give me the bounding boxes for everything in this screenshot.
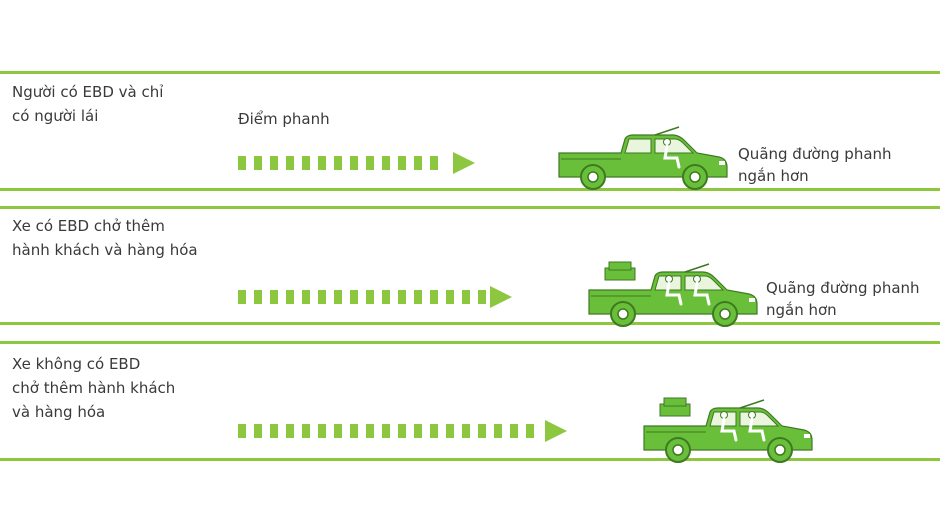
row-3-label: Xe không có EBD chở thêm hành khách và h… bbox=[12, 355, 176, 421]
separator-line-4 bbox=[0, 322, 940, 325]
separator-line-6 bbox=[0, 458, 940, 461]
row-1-label: Người có EBD và chỉ có người lái bbox=[12, 83, 164, 125]
dashed-arrow-icon bbox=[238, 286, 512, 308]
dashed-arrow-icon bbox=[238, 420, 567, 442]
separator-line-2 bbox=[0, 188, 940, 191]
dashed-arrow-icon bbox=[238, 152, 475, 174]
separator-line-3 bbox=[0, 206, 940, 209]
separator-line-1 bbox=[0, 71, 940, 74]
separator-line-5 bbox=[0, 341, 940, 344]
pickup-truck-icon bbox=[588, 261, 758, 327]
row-1-result: Quãng đường phanh ngắn hơn bbox=[738, 145, 892, 185]
pickup-truck-icon bbox=[558, 126, 728, 190]
brake-point-label: Điểm phanh bbox=[238, 110, 330, 128]
row-2-result: Quãng đường phanh ngắn hơn bbox=[766, 279, 920, 319]
row-2-label: Xe có EBD chở thêm hành khách và hàng hó… bbox=[12, 217, 198, 259]
pickup-truck-icon bbox=[643, 397, 813, 463]
